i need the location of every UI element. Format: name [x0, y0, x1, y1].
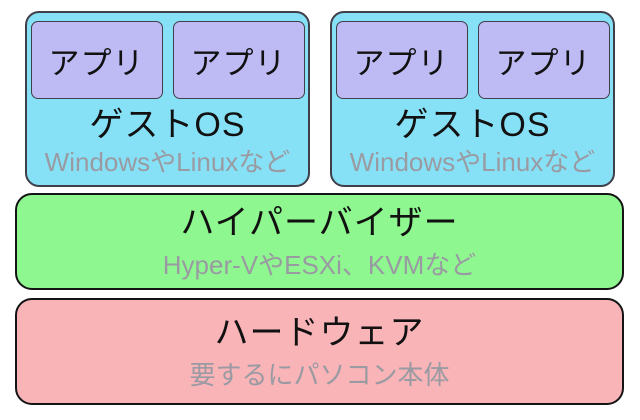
hypervisor-title: ハイパーバイザー: [180, 204, 459, 242]
app-box: アプリ: [30, 21, 163, 99]
hypervisor-layer: ハイパーバイザー Hyper-VやESXi、KVMなど: [15, 193, 624, 290]
hardware-subtitle: 要するにパソコン本体: [189, 360, 450, 390]
guest-os-title: ゲストOS: [394, 106, 551, 144]
guest-os-box-2: アプリ アプリ ゲストOS WindowsやLinuxなど: [330, 11, 615, 187]
guest-os-subtitle: WindowsやLinuxなど: [44, 147, 291, 177]
apps-row: アプリ アプリ: [335, 21, 610, 99]
app-box: アプリ: [172, 21, 305, 99]
guest-os-title: ゲストOS: [89, 106, 246, 144]
hardware-title: ハードウェア: [214, 314, 425, 352]
app-box: アプリ: [477, 21, 610, 99]
apps-row: アプリ アプリ: [30, 21, 305, 99]
hardware-layer: ハードウェア 要するにパソコン本体: [15, 298, 624, 405]
app-box: アプリ: [335, 21, 468, 99]
guest-os-box-1: アプリ アプリ ゲストOS WindowsやLinuxなど: [25, 11, 310, 187]
guest-os-subtitle: WindowsやLinuxなど: [349, 147, 596, 177]
hypervisor-subtitle: Hyper-VやESXi、KVMなど: [162, 250, 477, 280]
